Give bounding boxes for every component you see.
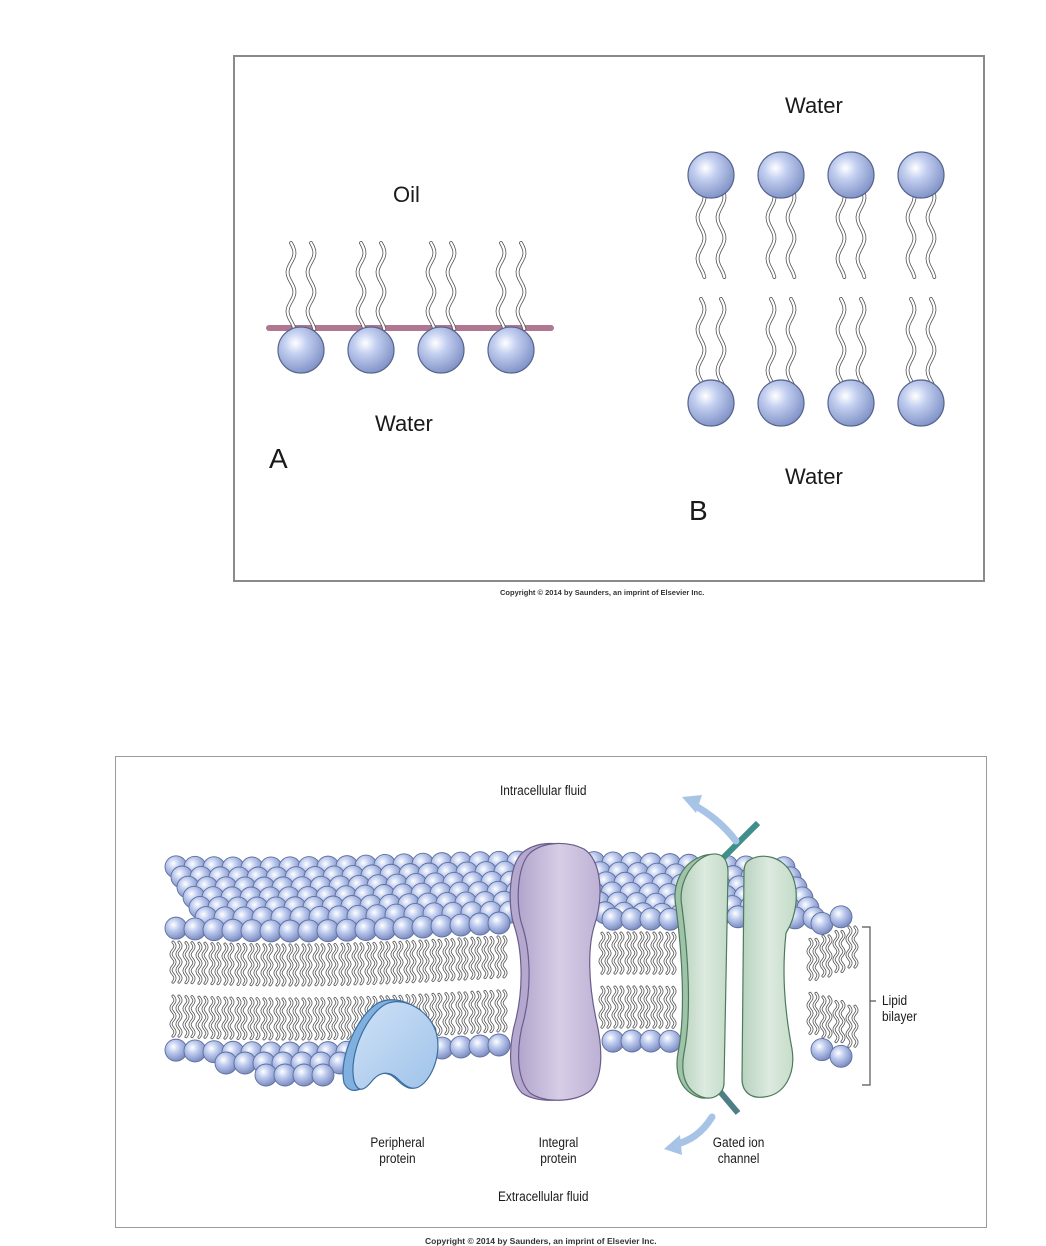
phospholipid-arrangement-diagram bbox=[266, 151, 945, 427]
copyright-figure-1: Copyright © 2014 by Saunders, an imprint… bbox=[500, 588, 705, 597]
ion-flow-arrow-up bbox=[690, 801, 740, 845]
phospholipid-b-bottom-4 bbox=[897, 297, 945, 427]
label-peripheral-protein: Peripheral protein bbox=[370, 1135, 425, 1166]
phospholipid-a-3 bbox=[417, 241, 465, 374]
label-water-a: Water bbox=[375, 411, 433, 436]
label-integral-protein: Integral protein bbox=[538, 1135, 579, 1166]
phospholipid-b-bottom-1 bbox=[687, 297, 735, 427]
phospholipid-a-4 bbox=[487, 241, 535, 374]
integral-protein bbox=[509, 842, 602, 1101]
label-panel-a: A bbox=[269, 443, 288, 474]
label-intracellular-fluid: Intracellular fluid bbox=[500, 783, 587, 798]
gated-ion-channel bbox=[664, 795, 797, 1155]
cell-membrane-diagram bbox=[164, 795, 876, 1155]
phospholipid-b-top-1 bbox=[687, 151, 735, 279]
phospholipid-b-top-2 bbox=[757, 151, 805, 279]
membrane-bottom-surface bbox=[214, 1051, 352, 1087]
phospholipid-b-bottom-2 bbox=[757, 297, 805, 427]
label-water-b-bottom: Water bbox=[785, 464, 843, 489]
lipid-bilayer-bracket bbox=[862, 926, 876, 1086]
label-extracellular-fluid: Extracellular fluid bbox=[498, 1189, 589, 1204]
label-water-b-top: Water bbox=[785, 93, 843, 118]
phospholipid-a-2 bbox=[347, 241, 395, 374]
label-lipid-bilayer: Lipid bilayer bbox=[882, 993, 918, 1024]
label-oil: Oil bbox=[393, 182, 420, 207]
phospholipid-a-1 bbox=[277, 241, 325, 374]
label-panel-b: B bbox=[689, 495, 708, 526]
phospholipid-b-bottom-3 bbox=[827, 297, 875, 427]
peripheral-protein bbox=[342, 999, 439, 1091]
copyright-figure-2: Copyright © 2014 by Saunders, an imprint… bbox=[425, 1236, 657, 1246]
phospholipid-b-top-3 bbox=[827, 151, 875, 279]
label-gated-ion-channel: Gated ion channel bbox=[712, 1135, 765, 1166]
phospholipid-b-top-4 bbox=[897, 151, 945, 279]
figure-oil-water-panel: Oil Water A Water Water B bbox=[233, 55, 985, 582]
figure-cell-membrane-panel: Intracellular fluid Extracellular fluid … bbox=[115, 756, 987, 1228]
